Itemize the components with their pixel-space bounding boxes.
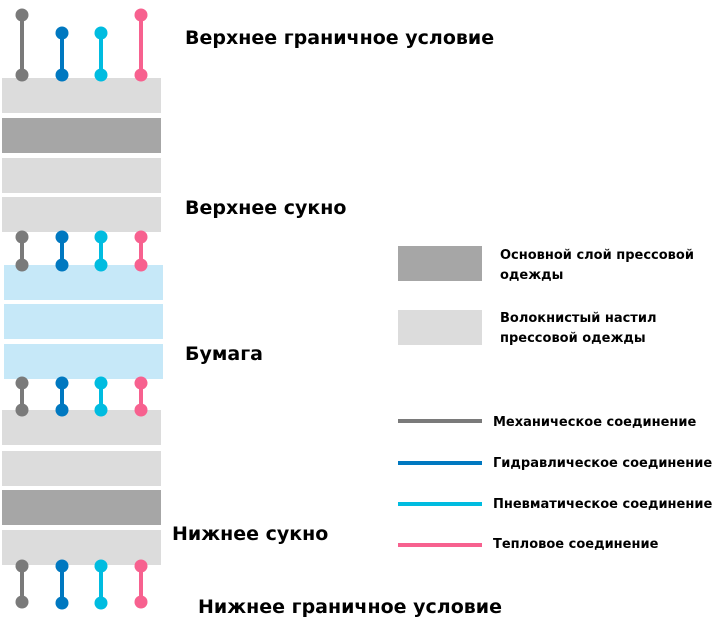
legend-swatch-batt-layer: [398, 310, 482, 345]
legend-swatch-base-layer: [398, 246, 482, 281]
connector-node-hydraulic: [55, 376, 69, 390]
connector-node-thermal: [134, 230, 148, 244]
layer-batt-layer: [2, 410, 161, 445]
legend-line-hydraulic: [398, 461, 482, 465]
connector-node-mechanical: [15, 68, 29, 82]
connector-node-thermal: [134, 595, 148, 609]
legend-label-batt-layer: Волокнистый настил прессовой одежды: [500, 311, 657, 346]
legend-line-pneumatic: [398, 502, 482, 506]
top-boundary-label: Верхнее граничное условие: [185, 27, 495, 49]
layer-batt-layer: [2, 158, 161, 193]
top-felt-label: Верхнее сукно: [185, 197, 347, 219]
paper-label: Бумага: [185, 343, 263, 365]
connector-node-thermal: [134, 258, 148, 272]
connector-node-thermal: [134, 403, 148, 417]
legend-label-hydraulic: Гидравлическое соединение: [493, 456, 713, 471]
layer-batt-layer: [2, 530, 161, 565]
connector-node-pneumatic: [94, 230, 108, 244]
connector-node-hydraulic: [55, 596, 69, 610]
connector-node-mechanical: [15, 559, 29, 573]
connector-node-pneumatic: [94, 26, 108, 40]
connector-node-thermal: [134, 559, 148, 573]
connector-node-mechanical: [15, 230, 29, 244]
legend-label-mechanical: Механическое соединение: [493, 415, 697, 430]
layer-batt-layer: [2, 197, 161, 232]
layer-base-layer: [2, 118, 161, 153]
connector-node-pneumatic: [94, 403, 108, 417]
connector-node-mechanical: [15, 258, 29, 272]
connector-node-thermal: [134, 8, 148, 22]
connector-node-thermal: [134, 68, 148, 82]
layer-batt-layer: [2, 78, 161, 113]
layer-paper: [4, 265, 163, 300]
connector-node-hydraulic: [55, 559, 69, 573]
connector-node-hydraulic: [55, 258, 69, 272]
connector-node-pneumatic: [94, 376, 108, 390]
legend-line-mechanical: [398, 419, 482, 423]
connector-node-pneumatic: [94, 559, 108, 573]
connector-node-hydraulic: [55, 26, 69, 40]
layer-batt-layer: [2, 451, 161, 486]
connector-node-mechanical: [15, 403, 29, 417]
layer-base-layer: [2, 490, 161, 525]
connector-node-thermal: [134, 376, 148, 390]
connector-node-mechanical: [15, 8, 29, 22]
layer-paper: [4, 304, 163, 339]
connector-node-hydraulic: [55, 68, 69, 82]
layer-paper: [4, 344, 163, 379]
connector-node-mechanical: [15, 376, 29, 390]
connector-node-pneumatic: [94, 68, 108, 82]
legend-label-pneumatic: Пневматическое соединение: [493, 497, 713, 512]
connector-node-mechanical: [15, 595, 29, 609]
bottom-boundary-label: Нижнее граничное условие: [198, 596, 502, 618]
connector-node-pneumatic: [94, 258, 108, 272]
connector-node-hydraulic: [55, 230, 69, 244]
legend-line-thermal: [398, 543, 482, 547]
legend-label-thermal: Тепловое соединение: [493, 537, 659, 552]
bottom-felt-label: Нижнее сукно: [172, 523, 329, 545]
legend-label-base-layer: Основной слой прессовой одежды: [500, 248, 694, 283]
connector-node-pneumatic: [94, 596, 108, 610]
connector-node-hydraulic: [55, 403, 69, 417]
